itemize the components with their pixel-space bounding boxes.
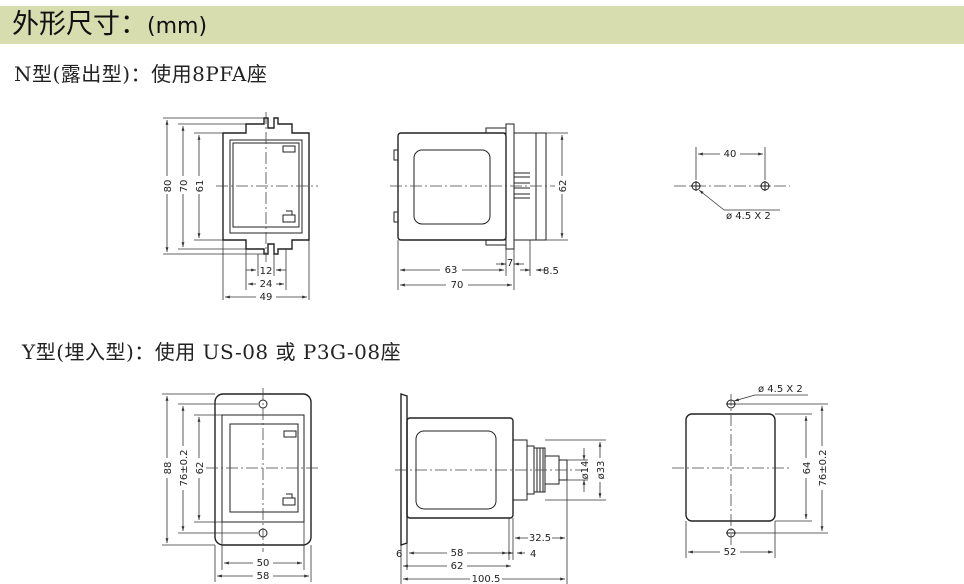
y-side-dim-100-5: 100.5 bbox=[472, 574, 501, 584]
n-front-dim-24: 24 bbox=[260, 279, 273, 290]
y-cutout-view: ø 4.5 X 2 64 76±0.2 52 bbox=[672, 384, 829, 558]
n-front-dim-80: 80 bbox=[163, 180, 174, 193]
n-cutout-dim-40: 40 bbox=[724, 149, 737, 160]
section-n-type-heading: N型(露出型)：使用8PFA座 bbox=[14, 62, 268, 86]
n-front-view: 80 70 61 12 24 49 bbox=[160, 112, 318, 303]
y-front-dim-76: 76±0.2 bbox=[179, 449, 190, 486]
y-side-dim-phi14: ø14 bbox=[580, 461, 591, 480]
y-side-dim-4: 4 bbox=[530, 549, 536, 560]
section-y-type-heading: Y型(埋入型)：使用 US-08 或 P3G-08座 bbox=[22, 340, 402, 364]
y-front-dim-88: 88 bbox=[163, 462, 174, 475]
y-side-view: ø14 ø33 32.5 4 6 58 62 100.5 bbox=[395, 393, 607, 584]
n-front-indicator-top bbox=[282, 145, 296, 153]
n-front-dim-70: 70 bbox=[179, 180, 190, 193]
y-cutout-panel bbox=[685, 413, 776, 522]
y-side-dim-32-5: 32.5 bbox=[529, 533, 551, 544]
n-side-dim-7: 7 bbox=[507, 258, 513, 269]
n-cutout-hole-label: ø 4.5 X 2 bbox=[726, 211, 771, 222]
y-front-dim-58: 58 bbox=[257, 571, 270, 582]
n-side-dim-8-5: 8.5 bbox=[543, 266, 559, 277]
y-side-body bbox=[406, 417, 514, 519]
n-front-dim-61: 61 bbox=[195, 180, 206, 193]
y-side-dim-62: 62 bbox=[451, 561, 464, 572]
n-front-dim-49: 49 bbox=[260, 292, 273, 303]
n-side-view: 62 63 7 8.5 70 bbox=[390, 123, 569, 291]
title-text: 外形尺寸： bbox=[12, 9, 147, 40]
n-cutout-view: 40 ø 4.5 X 2 bbox=[674, 147, 790, 222]
y-front-view: 88 76±0.2 62 50 58 bbox=[160, 388, 320, 582]
title-unit: (mm) bbox=[147, 14, 208, 39]
n-side-dim-63: 63 bbox=[445, 265, 458, 276]
y-cutout-dim-76: 76±0.2 bbox=[818, 449, 829, 486]
n-side-dim-62: 62 bbox=[558, 180, 569, 193]
y-cutout-dim-64: 64 bbox=[802, 462, 813, 475]
y-side-dim-phi33: ø33 bbox=[596, 461, 607, 480]
n-front-dim-12: 12 bbox=[260, 266, 273, 277]
title-bar bbox=[0, 6, 964, 44]
n-side-window bbox=[413, 149, 491, 225]
y-side-dim-6: 6 bbox=[396, 549, 402, 560]
y-front-dim-62: 62 bbox=[195, 462, 206, 475]
y-side-dim-58: 58 bbox=[451, 548, 464, 559]
y-cutout-dim-52: 52 bbox=[724, 547, 737, 558]
page-title: 外形尺寸：(mm) bbox=[12, 6, 207, 44]
n-side-dim-70: 70 bbox=[451, 280, 464, 291]
y-front-dim-50: 50 bbox=[257, 558, 270, 569]
y-cutout-hole-label: ø 4.5 X 2 bbox=[758, 384, 803, 395]
